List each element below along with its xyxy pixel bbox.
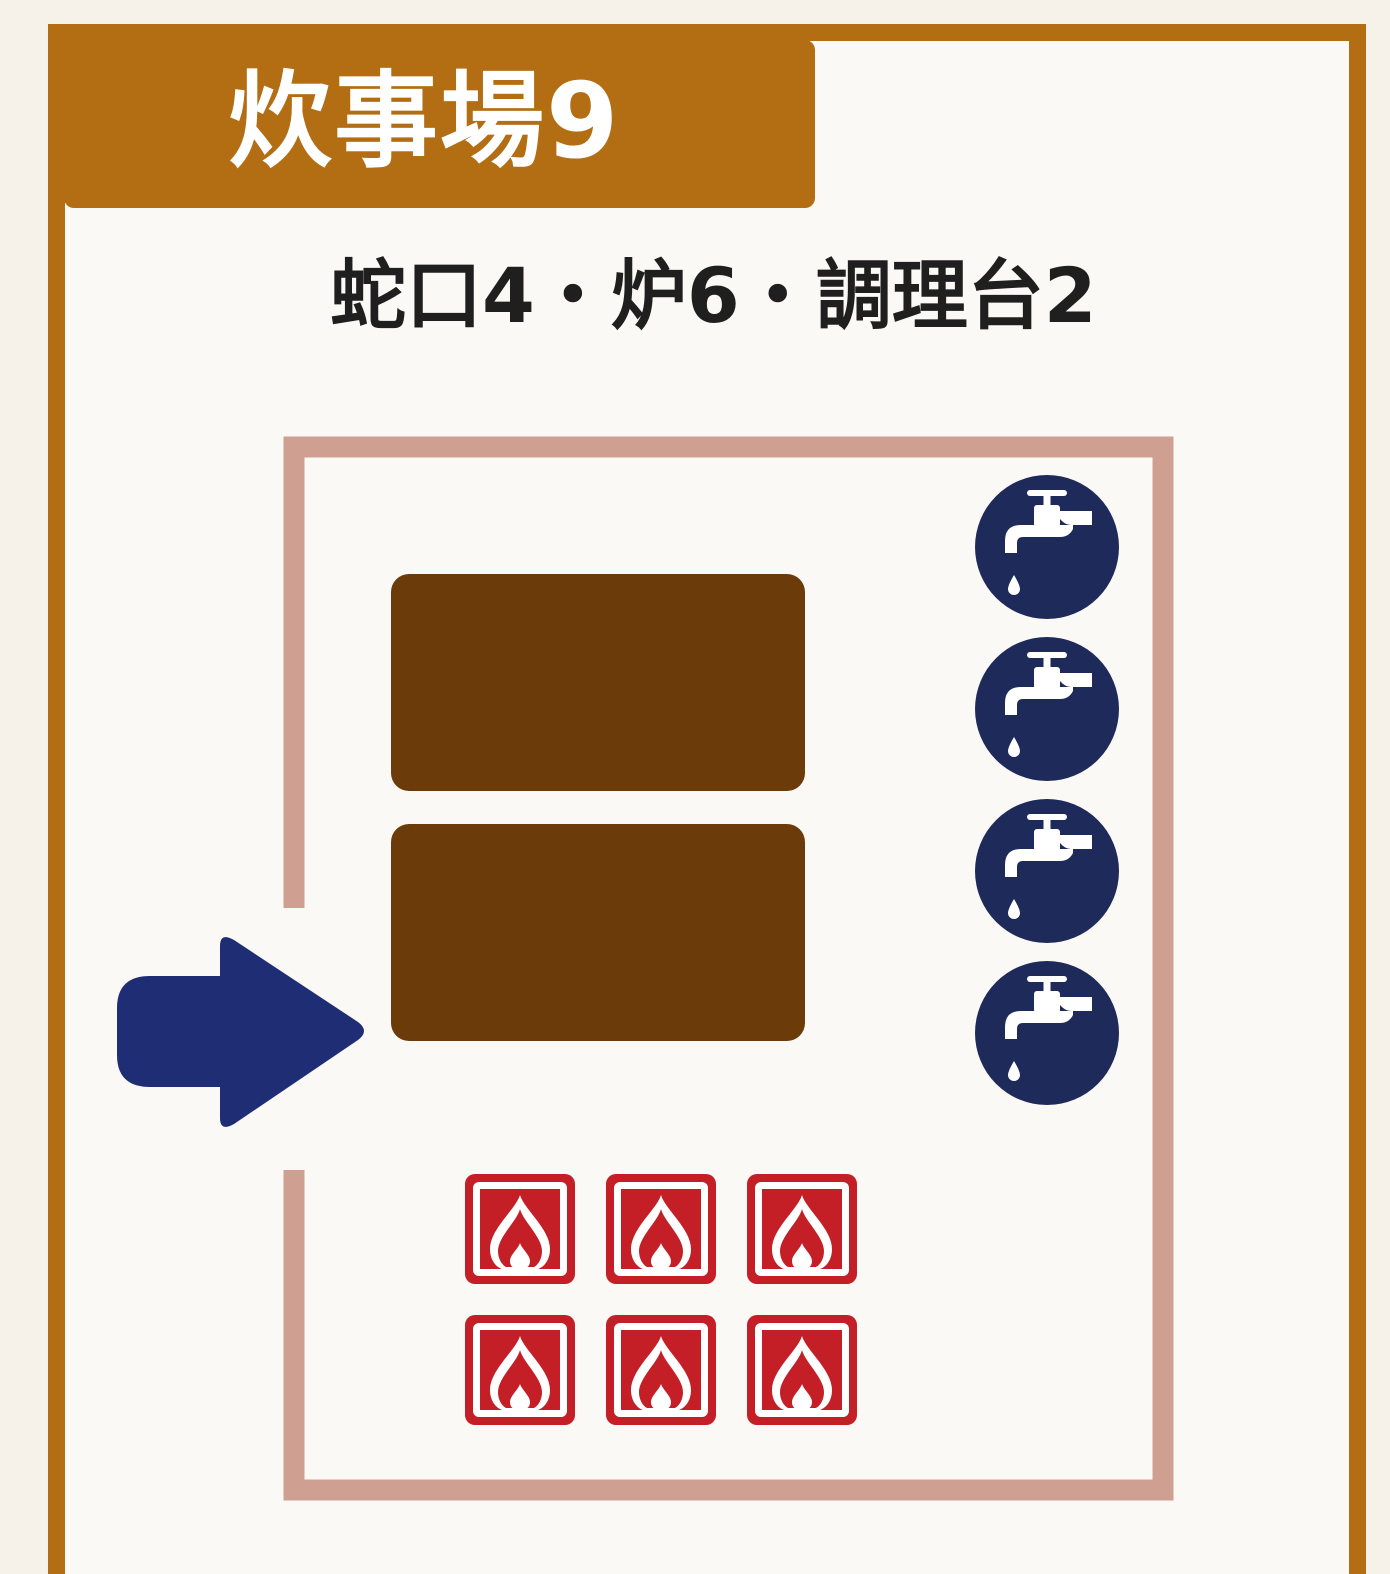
facility-summary: 蛇口4・炉6・調理台2 <box>330 251 1097 340</box>
faucet-icon <box>975 799 1119 943</box>
fire-icon <box>606 1174 716 1284</box>
faucet-icon <box>975 475 1119 619</box>
page-title: 炊事場9 <box>228 60 621 182</box>
faucet-icon <box>975 961 1119 1105</box>
room-wall <box>283 436 1174 1501</box>
fire-icon <box>465 1174 575 1284</box>
fire-icon <box>465 1315 575 1425</box>
faucet-icon <box>975 637 1119 781</box>
fire-icon <box>606 1315 716 1425</box>
cooking-counter <box>391 824 805 1041</box>
arrow-right-icon <box>117 937 364 1127</box>
fire-icon <box>747 1174 857 1284</box>
fire-icon <box>747 1315 857 1425</box>
cooking-counter <box>391 574 805 791</box>
title-tab <box>64 40 815 208</box>
